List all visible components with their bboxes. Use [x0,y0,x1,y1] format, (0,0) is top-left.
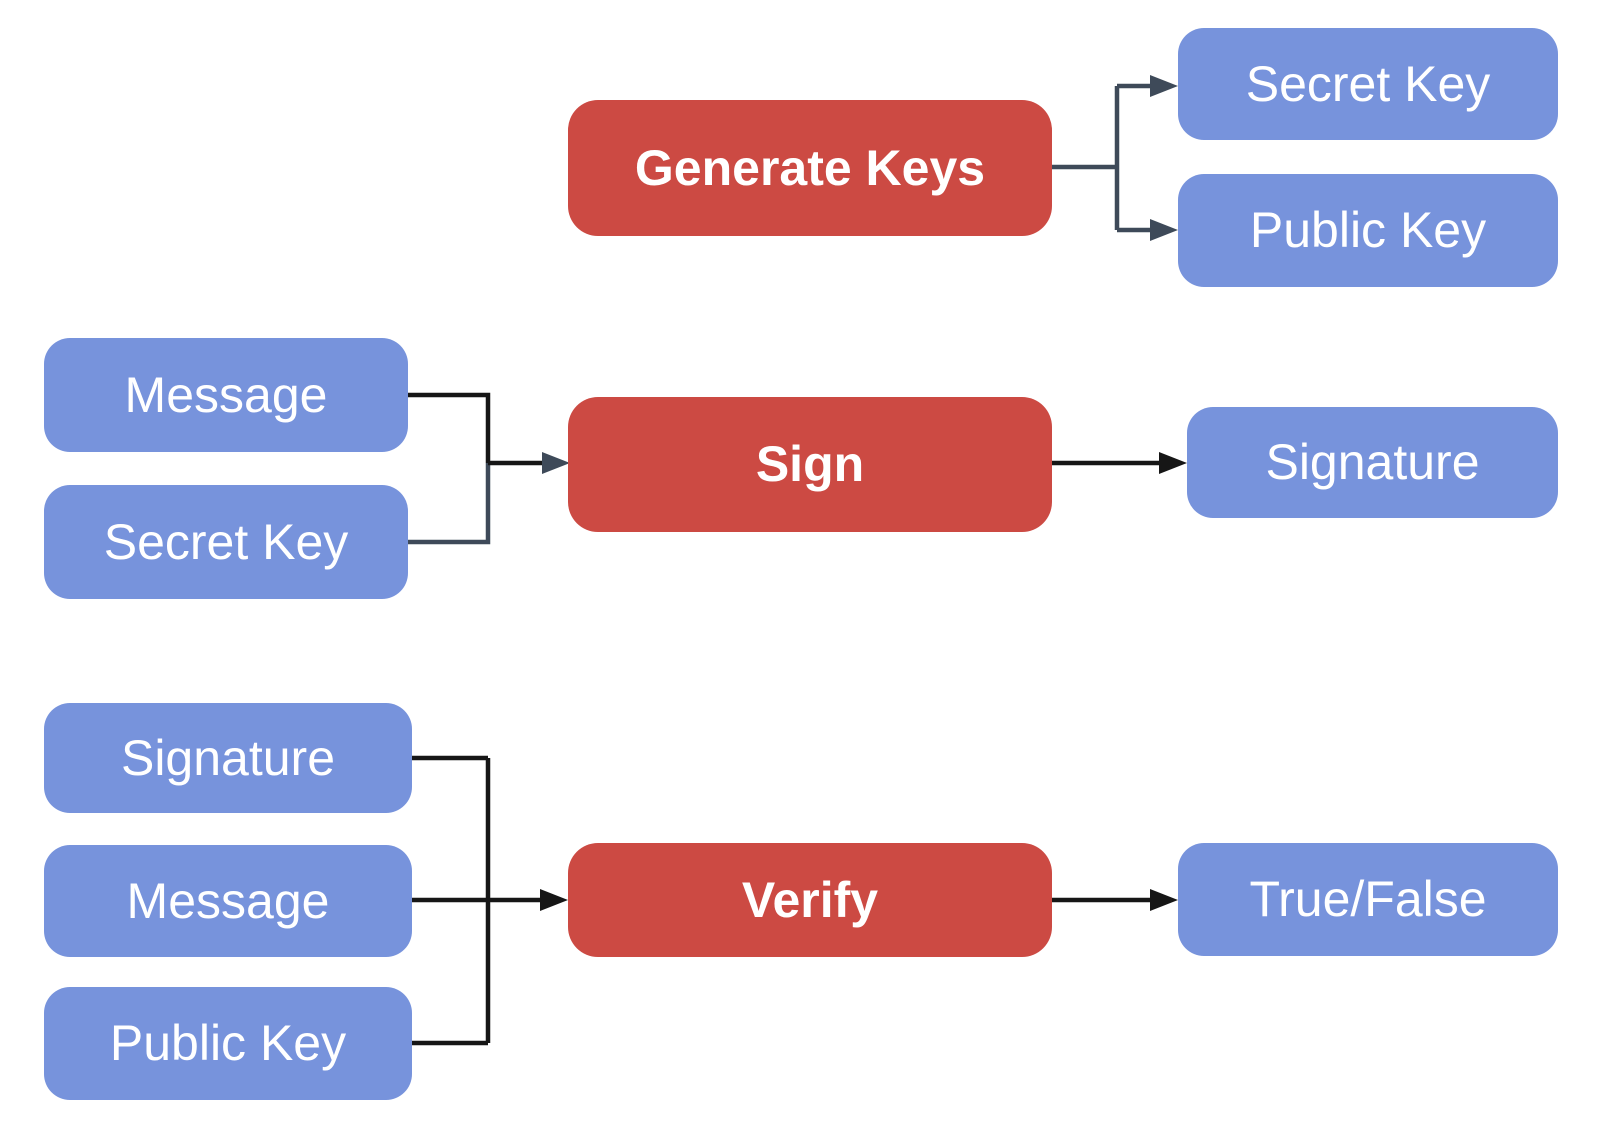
node-message-verify-input-label: Message [126,872,330,929]
node-signature-output: Signature [1187,407,1558,518]
node-sign-label: Sign [755,436,865,492]
node-message-sign-input-label: Message [124,366,328,423]
node-verify-label: Verify [741,871,879,928]
node-true-false-output: True/False [1178,843,1558,956]
node-public-key-verify-input: Public Key [44,987,412,1100]
node-public-key-output-label: Public Key [1249,202,1487,258]
node-true-false-output-label: True/False [1249,871,1487,927]
node-secret-key-sign-input-label: Secret Key [103,513,349,570]
node-signature-output-label: Signature [1265,434,1480,490]
node-message-sign-input: Message [44,338,408,452]
arrowhead-signature [1159,452,1187,474]
node-secret-key-sign-input: Secret Key [44,485,408,599]
arrowhead-secret-key [1150,75,1178,97]
node-signature-verify-input: Signature [44,703,412,813]
node-generate-keys-label: Generate Keys [634,139,986,196]
node-verify: Verify [568,843,1052,957]
node-secret-key-output-label: Secret Key [1245,55,1491,112]
node-message-verify-input: Message [44,845,412,957]
node-public-key-verify-input-label: Public Key [109,1015,347,1071]
arrowhead-public-key [1150,219,1178,241]
node-sign: Sign [568,397,1052,532]
node-signature-verify-input-label: Signature [120,729,336,786]
node-generate-keys: Generate Keys [568,100,1052,236]
node-secret-key-output: Secret Key [1178,28,1558,140]
arrowhead-verify [540,889,568,911]
connector-message-to-bus [408,392,491,463]
connector-secretkey-to-bus [408,463,491,545]
node-public-key-output: Public Key [1178,174,1558,287]
arrowhead-true-false [1150,889,1178,911]
arrowhead-sign [542,452,570,474]
